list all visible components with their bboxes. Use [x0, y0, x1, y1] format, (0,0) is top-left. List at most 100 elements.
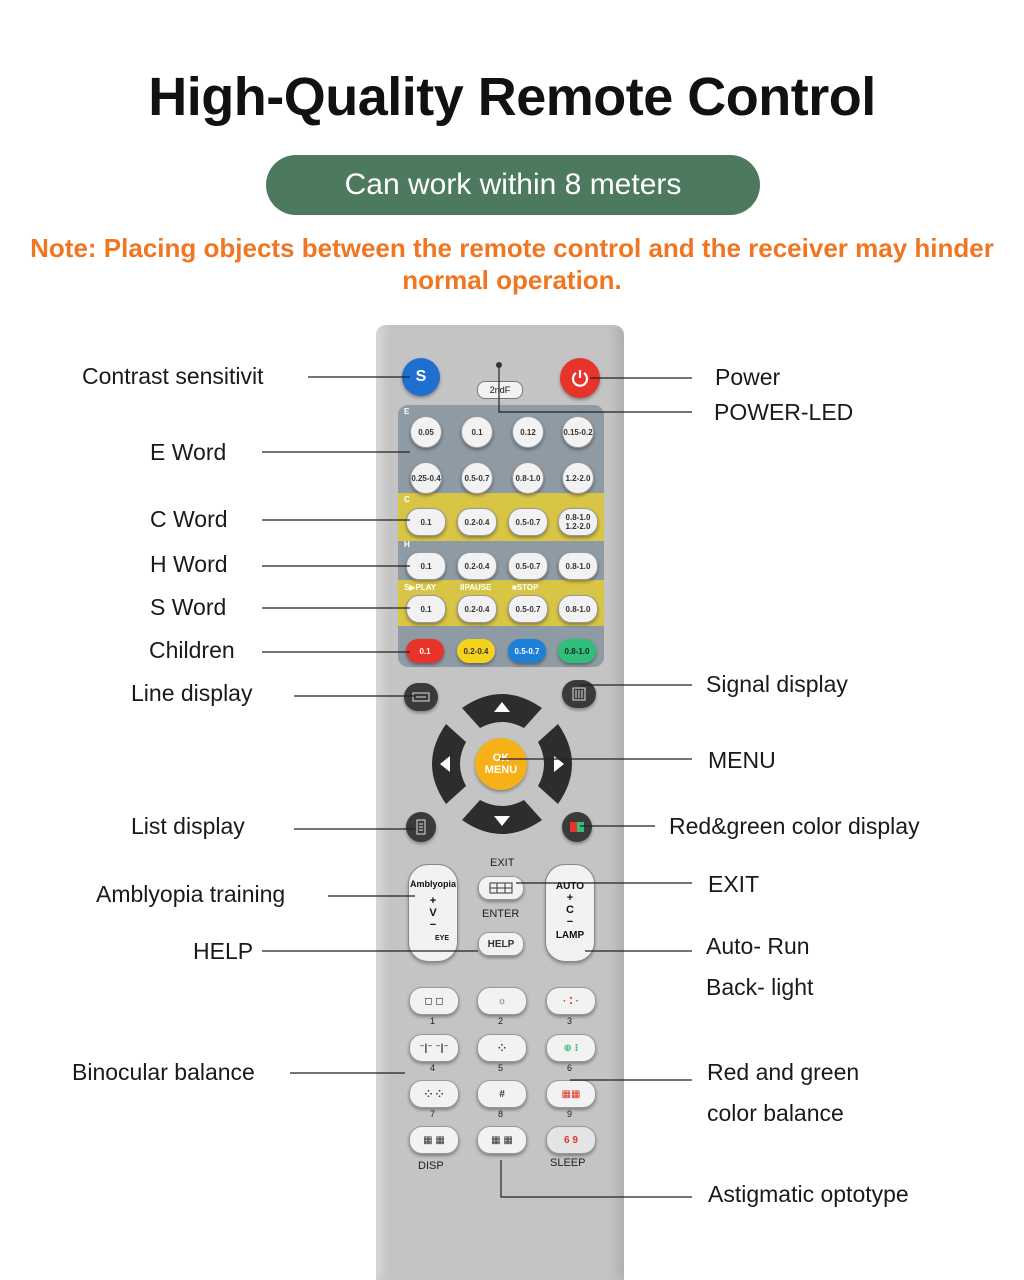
number-button-1[interactable]: ◻ ◻	[409, 987, 459, 1015]
optotype-button-e1-4[interactable]: 0.15-0.2	[562, 416, 594, 448]
disp-button[interactable]: ▦ ▦	[409, 1126, 459, 1154]
arrow-up-icon	[494, 702, 510, 712]
sleep-button[interactable]: 6 9	[546, 1126, 596, 1154]
exit-grid-icon	[489, 882, 513, 894]
exit-enter-button[interactable]	[478, 876, 524, 900]
number-label: 7	[430, 1109, 436, 1119]
number-label: 2	[498, 1016, 504, 1026]
optotype-button-ch-4[interactable]: 0.8-1.0	[558, 639, 596, 663]
minus-sign: −	[429, 919, 437, 931]
optotype-button-e2-3[interactable]: 0.8-1.0	[512, 462, 544, 494]
optotype-button-h-4[interactable]: 0.8-1.0	[558, 552, 598, 580]
optotype-button-h-3[interactable]: 0.5-0.7	[508, 552, 548, 580]
arrow-right-icon	[554, 756, 564, 772]
contrast-sensitivity-button[interactable]: S	[402, 358, 440, 396]
sleep-label: SLEEP	[550, 1157, 586, 1169]
line-display-icon	[412, 692, 430, 702]
number-button-0[interactable]: ▦ ▦	[477, 1126, 527, 1154]
number-label: 1	[430, 1016, 436, 1026]
label-contrast: Contrast sensitivit	[82, 363, 264, 389]
number-button-8[interactable]: #	[477, 1080, 527, 1108]
optotype-button-e1-1[interactable]: 0.05	[410, 416, 442, 448]
label-c-word: C Word	[150, 506, 228, 532]
section-c: C	[404, 495, 410, 504]
section-e: E	[404, 407, 410, 416]
label-auto-run: Auto- Run	[706, 933, 810, 959]
section-stop: ■STOP	[512, 583, 539, 592]
number-button-4[interactable]: ⁻|⁻ ⁻|⁻	[409, 1034, 459, 1062]
signal-display-button[interactable]	[562, 680, 596, 708]
label-binocular: Binocular balance	[72, 1059, 255, 1085]
section-h: H	[404, 540, 410, 549]
optotype-button-e1-3[interactable]: 0.12	[512, 416, 544, 448]
optotype-button-c-4[interactable]: 0.8-1.0 1.2-2.0	[558, 508, 598, 536]
optotype-button-s-1[interactable]: 0.1	[406, 595, 446, 623]
direction-pad	[432, 694, 572, 834]
number-button-2[interactable]: ☼	[477, 987, 527, 1015]
number-label: 4	[430, 1063, 436, 1073]
optotype-button-s-3[interactable]: 0.5-0.7	[508, 595, 548, 623]
number-button-6[interactable]: ⊕ ⁝	[546, 1034, 596, 1062]
enter-label: ENTER	[482, 908, 520, 920]
page-title: High-Quality Remote Control	[148, 67, 876, 127]
disp-label: DISP	[418, 1160, 444, 1172]
usage-note: Note: Placing objects between the remote…	[30, 233, 994, 295]
red-green-display-button[interactable]	[562, 812, 592, 842]
section-s: S▶PLAY	[404, 583, 437, 592]
signal-display-icon	[572, 687, 586, 701]
optotype-button-ch-1[interactable]: 0.1	[406, 639, 444, 663]
optotype-button-s-2[interactable]: 0.2-0.4	[457, 595, 497, 623]
optotype-button-s-4[interactable]: 0.8-1.0	[558, 595, 598, 623]
second-function-button[interactable]: 2ndF	[477, 381, 523, 399]
label-help: HELP	[193, 938, 254, 964]
label-menu: MENU	[708, 747, 776, 773]
section-pause: IIPAUSE	[460, 583, 492, 592]
label-power-led: POWER-LED	[714, 399, 854, 425]
optotype-button-e2-1[interactable]: 0.25-0.4	[410, 462, 442, 494]
label-list-display: List display	[131, 813, 245, 839]
optotype-button-c-1[interactable]: 0.1	[406, 508, 446, 536]
power-icon	[571, 370, 589, 387]
label-amblyopia: Amblyopia training	[96, 881, 286, 907]
label-red-green-display: Red&green color display	[669, 813, 920, 839]
arrow-down-button[interactable]	[462, 800, 542, 834]
exit-label: EXIT	[490, 857, 515, 869]
line-display-button[interactable]	[404, 683, 438, 711]
number-label: 9	[567, 1109, 573, 1119]
number-button-5[interactable]: ⁘	[477, 1034, 527, 1062]
arrow-right-button[interactable]	[538, 724, 572, 804]
number-button-7[interactable]: ⁘ ⁘	[409, 1080, 459, 1108]
number-button-3[interactable]: · ⁚ ·	[546, 987, 596, 1015]
amblyopia-rocker[interactable]: Amblyopia + V − EYE	[408, 864, 458, 962]
plus-sign: +	[566, 892, 574, 904]
optotype-button-e1-2[interactable]: 0.1	[461, 416, 493, 448]
optotype-button-c-3[interactable]: 0.5-0.7	[508, 508, 548, 536]
number-label: 3	[567, 1016, 573, 1026]
number-label: 5	[498, 1063, 504, 1073]
label-exit: EXIT	[708, 871, 760, 897]
optotype-button-ch-2[interactable]: 0.2-0.4	[457, 639, 495, 663]
optotype-button-h-2[interactable]: 0.2-0.4	[457, 552, 497, 580]
label-signal-display: Signal display	[706, 671, 848, 697]
optotype-button-ch-3[interactable]: 0.5-0.7	[508, 639, 546, 663]
label-e-word: E Word	[150, 439, 227, 465]
number-label: 8	[498, 1109, 504, 1119]
power-led	[496, 362, 502, 368]
range-badge: Can work within 8 meters	[266, 155, 760, 215]
optotype-button-e2-2[interactable]: 0.5-0.7	[461, 462, 493, 494]
auto-lamp-rocker[interactable]: AUTO + C − LAMP	[545, 864, 595, 962]
arrow-left-button[interactable]	[432, 724, 466, 804]
arrow-down-icon	[494, 816, 510, 826]
arrow-up-button[interactable]	[462, 694, 542, 728]
number-label: 6	[567, 1063, 573, 1073]
help-button[interactable]: HELP	[478, 932, 524, 956]
label-red-green-balance-1: Red and green	[707, 1059, 860, 1085]
red-green-icon	[570, 822, 584, 832]
optotype-button-e2-4[interactable]: 1.2-2.0	[562, 462, 594, 494]
list-display-icon	[416, 819, 426, 835]
optotype-button-c-2[interactable]: 0.2-0.4	[457, 508, 497, 536]
minus-sign: −	[566, 916, 574, 928]
list-display-button[interactable]	[406, 812, 436, 842]
label-line-display: Line display	[131, 680, 253, 706]
